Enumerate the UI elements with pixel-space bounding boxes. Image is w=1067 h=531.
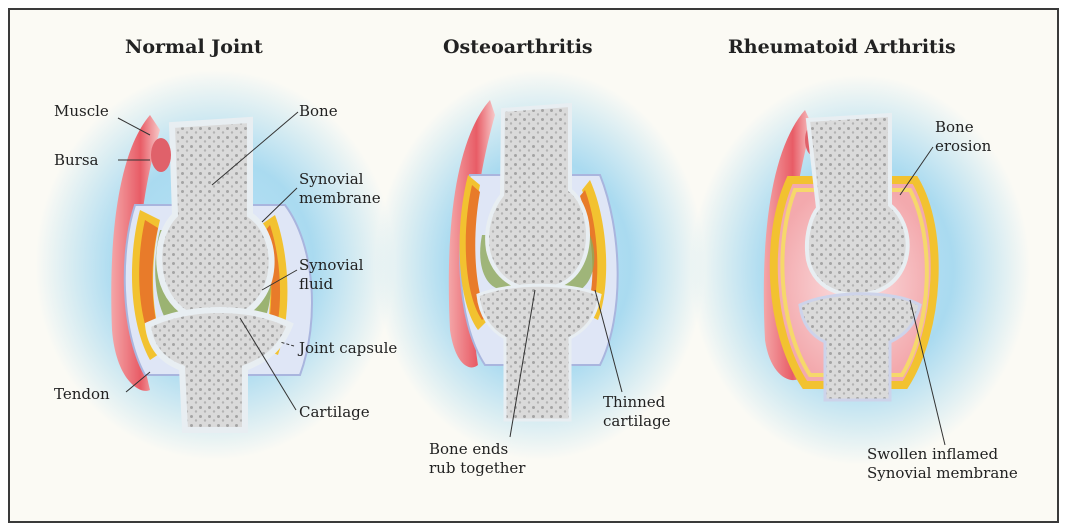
label-bone-ends-rub-together: Bone ends rub together: [429, 440, 525, 478]
label-muscle: Muscle: [54, 102, 109, 121]
label-bursa: Bursa: [54, 151, 99, 170]
label-bone-erosion: Bone erosion: [935, 118, 991, 156]
label-joint-capsule: Joint capsule: [299, 339, 397, 358]
label-tendon: Tendon: [54, 385, 110, 404]
label-thinned-cartilage: Thinned cartilage: [603, 393, 671, 431]
title-osteoarthritis: Osteoarthritis: [443, 36, 593, 58]
label-synovial-fluid: Synovial fluid: [299, 256, 363, 294]
title-rheumatoid-arthritis: Rheumatoid Arthritis: [728, 36, 956, 58]
label-swollen-inflamed-membrane: Swollen inflamed Synovial membrane: [867, 445, 1018, 483]
label-cartilage: Cartilage: [299, 403, 370, 422]
label-bone: Bone: [299, 102, 338, 121]
title-normal-joint: Normal Joint: [125, 36, 263, 58]
label-synovial-membrane: Synovial membrane: [299, 170, 381, 208]
